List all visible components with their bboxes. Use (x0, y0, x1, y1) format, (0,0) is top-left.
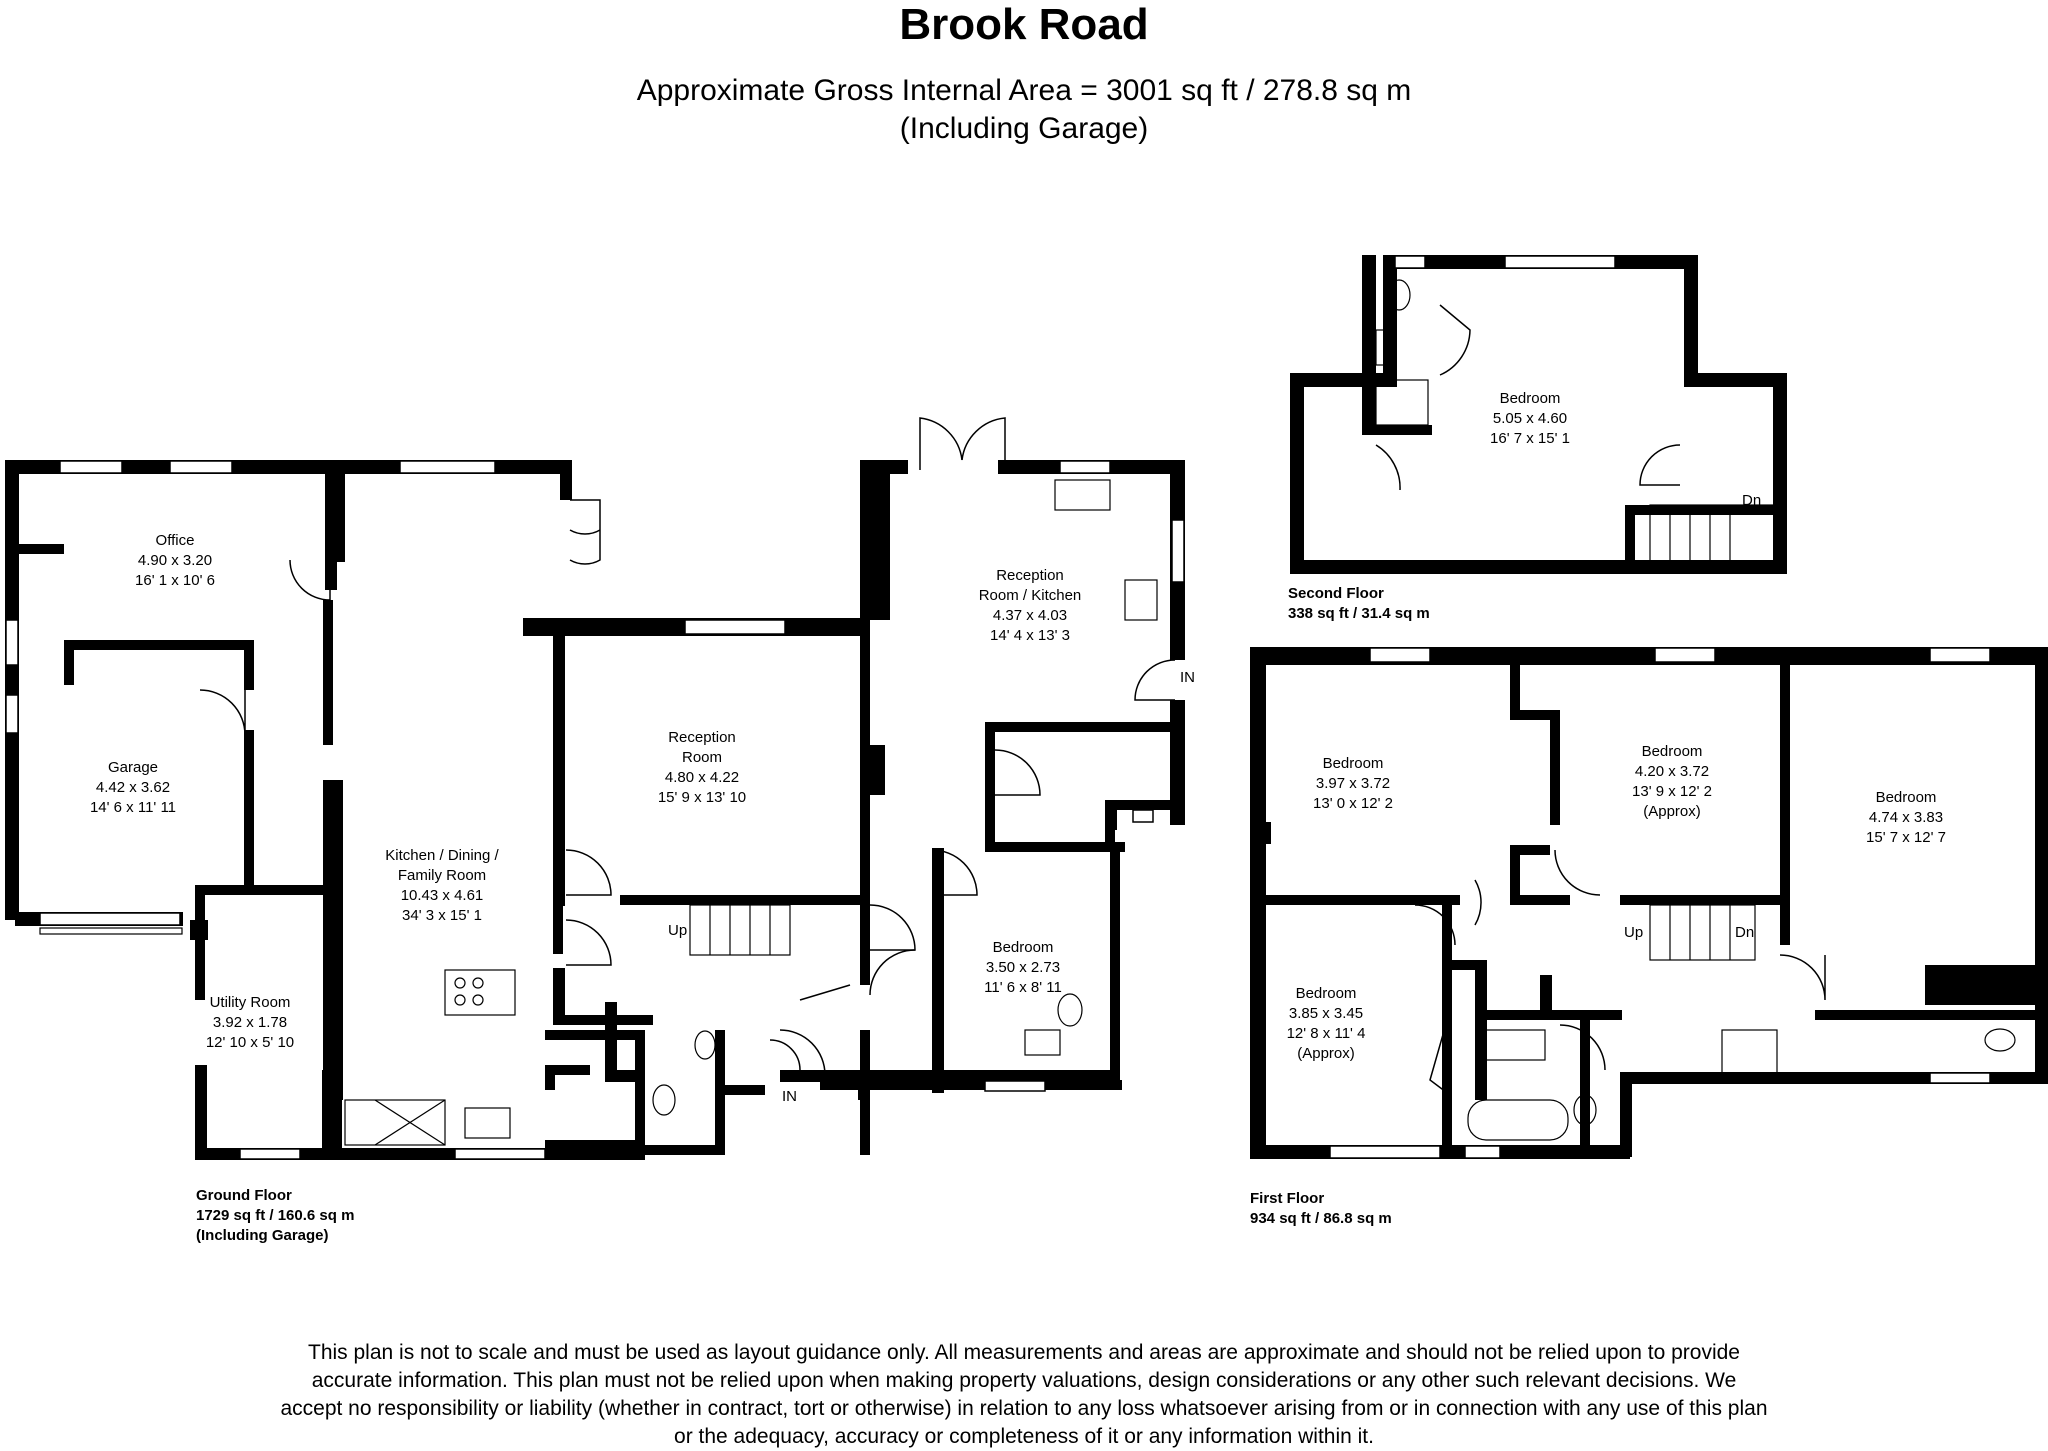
toilet-icon (1984, 1028, 2016, 1052)
office-metric: 4.90 x 3.20 (138, 552, 212, 569)
ground-floor-note: (Including Garage) (196, 1227, 329, 1244)
stairs (689, 504, 1776, 961)
reception-label-line2: Room (682, 749, 722, 766)
first-bedroom-1-metric: 3.97 x 3.72 (1316, 775, 1390, 792)
second-bedroom-metric: 5.05 x 4.60 (1493, 410, 1567, 427)
windows (5, 255, 1991, 1160)
basin-icon (1949, 977, 1991, 1003)
toilet-icon (1057, 993, 1083, 1027)
kitchen-dining-label-line2: Family Room (398, 867, 486, 884)
first-bedroom-4-metric: 3.85 x 3.45 (1289, 1005, 1363, 1022)
garage-label: Garage (108, 759, 158, 776)
first-stairs-down-label: Dn (1735, 924, 1754, 941)
second-floor-labels: Bedroom 5.05 x 4.60 16' 7 x 15' 1 Dn Sec… (1288, 390, 1761, 622)
walls (5, 255, 2048, 1160)
utility-metric: 3.92 x 1.78 (213, 1014, 287, 1031)
first-bedroom-2-imperial: 13' 9 x 12' 2 (1632, 783, 1712, 800)
garage-metric: 4.42 x 3.62 (96, 779, 170, 796)
garage-door (39, 927, 183, 935)
reception-imperial: 15' 9 x 13' 10 (658, 789, 746, 806)
disclaimer-text: This plan is not to scale and must be us… (280, 1341, 1768, 1448)
reception-metric: 4.80 x 4.22 (665, 769, 739, 786)
ground-floor-area: 1729 sq ft / 160.6 sq m (196, 1207, 354, 1224)
reception-kitchen-label-line2: Room / Kitchen (979, 587, 1082, 604)
kitchen-dining-metric: 10.43 x 4.61 (401, 887, 484, 904)
second-stairs-down-label: Dn (1742, 492, 1761, 509)
reception-label-line1: Reception (668, 729, 736, 746)
ground-stairs-up-label: Up (668, 922, 687, 939)
gross-area-note: (Including Garage) (899, 112, 1149, 145)
kitchen-dining-label-line1: Kitchen / Dining / (385, 847, 499, 864)
gross-area-text: Approximate Gross Internal Area = 3001 s… (636, 74, 1412, 107)
hob-icon (1124, 579, 1158, 621)
second-floor-title: Second Floor (1288, 585, 1384, 602)
first-floor-labels: Bedroom 3.97 x 3.72 13' 0 x 12' 2 Bedroo… (1250, 743, 1946, 1227)
shower-icon (1721, 1029, 1778, 1076)
first-bedroom-4-imperial: 12' 8 x 11' 4 (1287, 1025, 1366, 1042)
ground-floor-title: Ground Floor (196, 1187, 292, 1204)
office-imperial: 16' 1 x 10' 6 (135, 572, 215, 589)
first-bedroom-4-note: (Approx) (1297, 1045, 1355, 1062)
bath-icon (1467, 1099, 1569, 1141)
reception-kitchen-imperial: 14' 4 x 13' 3 (990, 627, 1070, 644)
basin-icon (694, 1030, 716, 1060)
toilet-icon (652, 1084, 676, 1116)
basin-icon (1024, 1029, 1061, 1056)
second-bedroom-label: Bedroom (1500, 390, 1561, 407)
first-floor-area: 934 sq ft / 86.8 sq m (1250, 1210, 1392, 1227)
reception-kitchen-metric: 4.37 x 4.03 (993, 607, 1067, 624)
first-bedroom-3-metric: 4.74 x 3.83 (1869, 809, 1943, 826)
side-entrance-label: IN (1180, 669, 1195, 686)
second-floor-area: 338 sq ft / 31.4 sq m (1288, 605, 1430, 622)
second-bedroom-imperial: 16' 7 x 15' 1 (1490, 430, 1570, 447)
first-bedroom-1-label: Bedroom (1323, 755, 1384, 772)
ground-bedroom-label: Bedroom (993, 939, 1054, 956)
first-stairs-up-label: Up (1624, 924, 1643, 941)
first-bedroom-2-metric: 4.20 x 3.72 (1635, 763, 1709, 780)
ground-bedroom-imperial: 11' 6 x 8' 11 (984, 979, 1062, 996)
toilet-icon (1387, 279, 1411, 311)
garage-imperial: 14' 6 x 11' 11 (90, 799, 176, 816)
fixtures (39, 279, 2016, 1146)
kitchen-sink-icon (1054, 479, 1111, 511)
first-bedroom-1-imperial: 13' 0 x 12' 2 (1313, 795, 1393, 812)
sink-icon (464, 1107, 511, 1139)
utility-label: Utility Room (210, 994, 291, 1011)
main-entrance-label: IN (782, 1088, 797, 1105)
basin-icon (1484, 1029, 1546, 1061)
kitchen-dining-imperial: 34' 3 x 15' 1 (402, 907, 482, 924)
first-bedroom-2-note: (Approx) (1643, 803, 1701, 820)
kitchen-unit (344, 1099, 446, 1146)
basin-icon (1375, 329, 1397, 366)
first-bedroom-3-imperial: 15' 7 x 12' 7 (1866, 829, 1946, 846)
ground-floor-labels: Office 4.90 x 3.20 16' 1 x 10' 6 Garage … (90, 532, 1195, 1244)
first-floor-title: First Floor (1250, 1190, 1324, 1207)
first-bedroom-4-label: Bedroom (1296, 985, 1357, 1002)
ground-bedroom-metric: 3.50 x 2.73 (986, 959, 1060, 976)
first-bedroom-2-label: Bedroom (1642, 743, 1703, 760)
first-floor-walls (1250, 647, 2048, 1159)
shower-icon (1375, 379, 1429, 426)
first-bedroom-3-label: Bedroom (1876, 789, 1937, 806)
utility-imperial: 12' 10 x 5' 10 (206, 1034, 294, 1051)
plan-title: Brook Road (899, 0, 1149, 49)
plan-subtitle: Approximate Gross Internal Area = 3001 s… (0, 72, 2048, 148)
doors (199, 304, 1826, 1096)
office-label: Office (156, 532, 195, 549)
toilet-icon (1573, 1094, 1597, 1126)
hob-icon (444, 969, 516, 1016)
reception-kitchen-label-line1: Reception (996, 567, 1064, 584)
